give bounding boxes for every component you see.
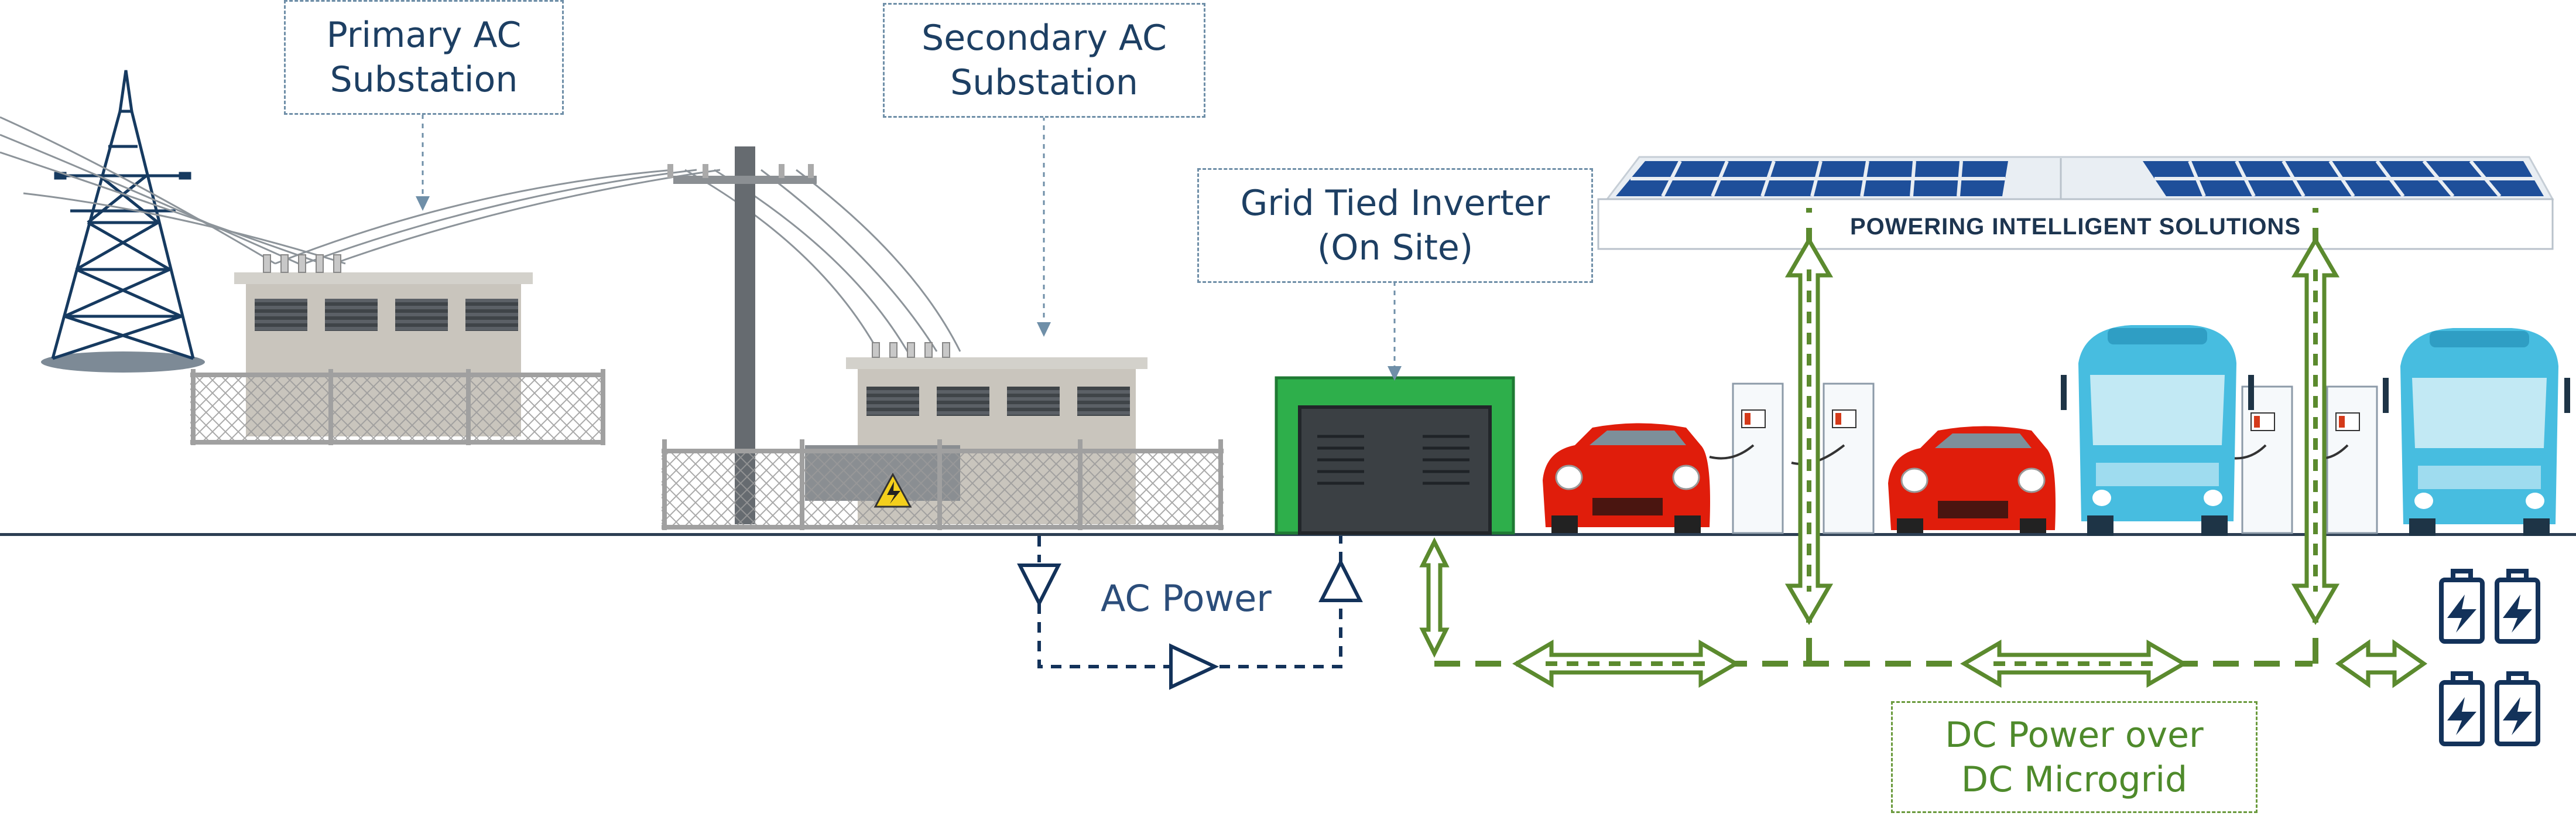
primary-substation-label-line1: Primary AC xyxy=(326,15,522,56)
inverter-cabinet-icon xyxy=(1275,376,1515,535)
label-pointers xyxy=(422,114,1396,369)
primary-substation-building-icon xyxy=(190,254,605,445)
secondary-substation-label-line2: Substation xyxy=(950,62,1138,103)
transmission-tower-icon xyxy=(41,70,205,373)
inverter-label-line2: (On Site) xyxy=(1317,227,1474,268)
car-icon xyxy=(1543,423,1710,533)
ac-flow-arrow-icon xyxy=(1017,558,1363,690)
dc-power-label-line2: DC Microgrid xyxy=(1961,759,2188,800)
power-lines xyxy=(0,116,961,352)
ev-charger-icon xyxy=(1732,383,2378,534)
high-voltage-warning-icon xyxy=(873,472,912,508)
car-icon xyxy=(1888,426,2056,533)
charger-screens xyxy=(1741,409,2360,431)
inverter-label: Grid Tied Inverter (On Site) xyxy=(1197,168,1593,283)
primary-substation-label-line2: Substation xyxy=(330,59,518,100)
ac-power-label: AC Power xyxy=(1101,577,1272,620)
bus-icon xyxy=(2061,325,2254,536)
solar-canopy-icon xyxy=(1597,156,2554,250)
dc-power-label: DC Power over DC Microgrid xyxy=(1891,701,2258,813)
secondary-substation-label-line1: Secondary AC xyxy=(922,18,1167,59)
bus-icon xyxy=(2383,328,2570,536)
secondary-substation-label: Secondary AC Substation xyxy=(883,3,1205,118)
secondary-substation-building-icon xyxy=(662,342,1224,530)
primary-substation-label: Primary AC Substation xyxy=(284,0,564,115)
inverter-label-line1: Grid Tied Inverter xyxy=(1240,183,1550,224)
dc-power-label-line1: DC Power over xyxy=(1945,714,2204,756)
canopy-banner: POWERING INTELLIGENT SOLUTIONS xyxy=(1850,214,2301,240)
dc-flow-arrow-icon xyxy=(1419,236,2428,688)
